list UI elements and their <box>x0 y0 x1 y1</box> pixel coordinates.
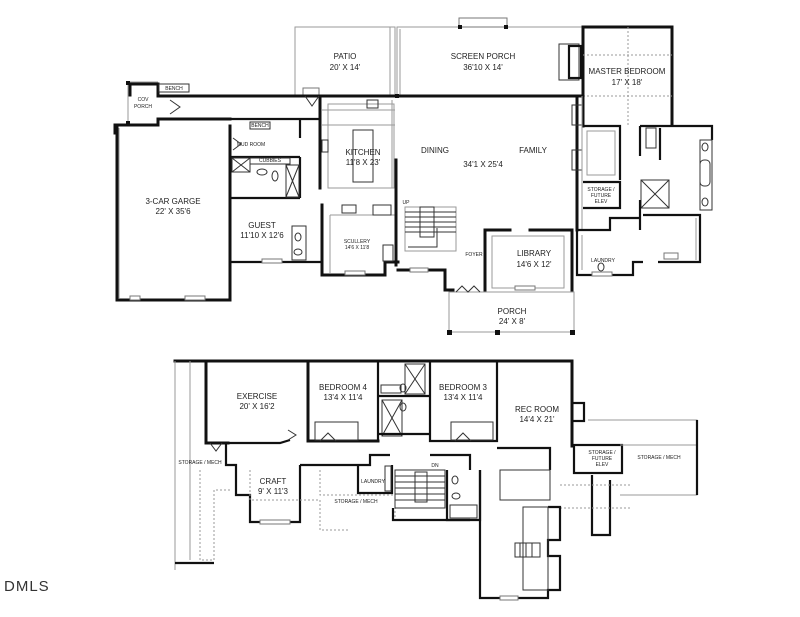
porch <box>447 291 575 335</box>
watermark-logo: DMLS <box>4 578 50 595</box>
kitchen-size: 11'8 X 23' <box>346 158 381 167</box>
storage-mech-left-label: STORAGE / MECH <box>178 460 222 466</box>
lower-wing <box>478 470 562 601</box>
storage-elev-upper-label-2: FUTURE <box>592 456 613 462</box>
master-bedroom-label: MASTER BEDROOM <box>589 67 666 76</box>
storage-elev-label-3: ELEV <box>595 199 608 205</box>
bedroom-4-label: BEDROOM 4 <box>319 383 368 392</box>
craft-size: 9' X 11'3 <box>258 487 289 496</box>
bench-mud-label: BENCH <box>251 123 269 129</box>
upper-floor <box>173 359 699 601</box>
family-right-wall <box>571 94 583 232</box>
craft-label: CRAFT <box>260 477 287 486</box>
storage-mech-center-label: STORAGE / MECH <box>334 499 378 505</box>
garage-label: 3-CAR GARGE <box>145 197 200 206</box>
guest-label: GUEST <box>248 221 276 230</box>
cov-porch-label-2: PORCH <box>134 104 152 110</box>
dining-family-size: 34'1 X 25'4 <box>463 160 503 169</box>
bench-top-label: BENCH <box>165 86 183 92</box>
screen-porch-label: SCREEN PORCH <box>451 52 516 61</box>
screen-porch-size: 36'10 X 14' <box>463 63 503 72</box>
exercise <box>204 359 291 445</box>
rec-room <box>495 359 586 501</box>
laundry-label: LAUNDRY <box>591 258 615 264</box>
patio <box>294 26 396 97</box>
master-suite <box>575 124 714 277</box>
storage-elev-label: STORAGE / <box>587 187 615 193</box>
bedroom-3-size: 13'4 X 11'4 <box>444 393 483 402</box>
storage-elev-label-2: FUTURE <box>591 193 612 199</box>
bedroom-4 <box>306 359 380 443</box>
kitchen <box>318 94 395 190</box>
porch-label: PORCH <box>498 307 527 316</box>
storage-mech-right-label: STORAGE / MECH <box>637 455 681 461</box>
scullery <box>320 158 400 277</box>
cov-porch-label: COV <box>138 97 150 103</box>
rec-room-size: 14'4 X 21' <box>519 415 555 424</box>
kitchen-label: KITCHEN <box>345 148 380 157</box>
stairs-up-label: UP <box>403 200 411 206</box>
bedroom-4-size: 13'4 X 11'4 <box>324 393 363 402</box>
foyer-label: FOYER <box>465 252 483 258</box>
main-floor <box>113 17 714 335</box>
library <box>483 228 574 292</box>
laundry-upper <box>356 465 394 495</box>
library-label: LIBRARY <box>517 249 552 258</box>
storage-mech-right <box>560 419 699 509</box>
master-bedroom-size: 17' X 18' <box>612 78 643 87</box>
family-label: FAMILY <box>519 146 548 155</box>
bedroom-3-label: BEDROOM 3 <box>439 383 488 392</box>
mud-guest <box>230 117 324 264</box>
storage-elev-upper-label: STORAGE / <box>588 450 616 456</box>
storage-elev-upper-label-3: ELEV <box>596 462 609 468</box>
jack-and-jill-bath <box>378 363 430 437</box>
hall-bath <box>445 470 482 522</box>
garage-size: 22' X 35'6 <box>155 207 191 216</box>
storage-mech-left <box>175 470 230 565</box>
cov-porch <box>126 81 190 125</box>
patio-label: PATIO <box>334 52 357 61</box>
laundry-upper-label: LAUNDRY <box>361 479 385 485</box>
bedroom-3 <box>428 361 499 443</box>
craft <box>224 443 302 525</box>
master-bedroom <box>581 25 674 128</box>
garage <box>113 117 232 302</box>
mud-room-label: MUD ROOM <box>237 142 265 148</box>
porch-size: 24' X 8' <box>499 317 526 326</box>
main-stairs <box>396 206 457 292</box>
scullery-label: SCULLERY <box>344 239 371 245</box>
patio-size: 20' X 14' <box>330 63 361 72</box>
stairs-down-label: DN <box>431 463 439 469</box>
guest-size: 11'10 X 12'6 <box>240 231 284 240</box>
dining-label: DINING <box>421 146 449 155</box>
upper-stairs <box>391 469 470 522</box>
rec-room-label: REC ROOM <box>515 405 559 414</box>
library-size: 14'6 X 12' <box>516 260 552 269</box>
exercise-label: EXERCISE <box>237 392 277 401</box>
exercise-size: 20' X 16'2 <box>239 402 275 411</box>
scullery-size: 14'6 X 11'8 <box>345 245 370 251</box>
cubbies-label: CUBBIES <box>259 158 282 164</box>
